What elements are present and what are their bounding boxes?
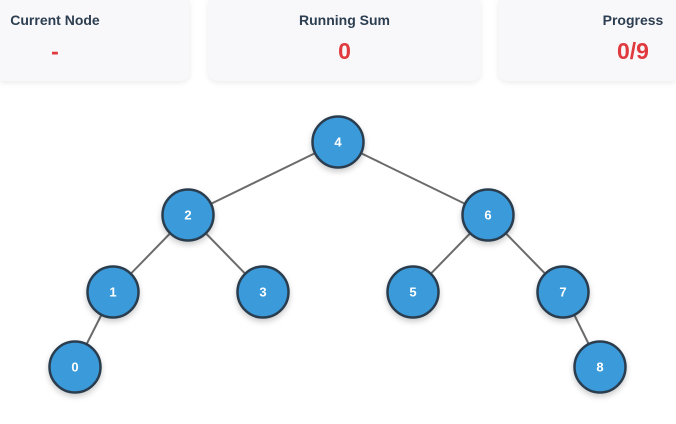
running-sum-label: Running Sum	[299, 12, 390, 28]
node-circle	[386, 265, 440, 319]
tree-node-5[interactable]: 5	[386, 265, 440, 319]
node-circle	[573, 340, 627, 394]
node-label: 8	[596, 360, 603, 375]
tree-node-3[interactable]: 3	[236, 265, 290, 319]
node-label: 7	[559, 285, 566, 300]
tree-node-8[interactable]: 8	[573, 340, 627, 394]
progress-value: 0/9	[617, 38, 649, 64]
tree-edge	[187, 141, 339, 216]
node-circle	[161, 188, 215, 242]
node-circle	[236, 265, 290, 319]
node-circle	[311, 115, 365, 169]
node-label: 3	[259, 285, 266, 300]
running-sum-card: Running Sum 0	[208, 0, 481, 81]
tree-node-7[interactable]: 7	[536, 265, 590, 319]
node-label: 0	[71, 360, 78, 375]
progress-card: Progress 0/9	[498, 0, 676, 81]
node-circle	[461, 188, 515, 242]
node-label: 4	[334, 135, 342, 150]
running-sum-value: 0	[338, 38, 351, 64]
tree-node-0[interactable]: 0	[48, 340, 102, 394]
node-label: 5	[409, 285, 416, 300]
node-label: 2	[184, 208, 191, 223]
progress-label: Progress	[602, 12, 664, 28]
node-circle	[48, 340, 102, 394]
tree-edge	[337, 141, 489, 216]
node-circle	[86, 265, 140, 319]
tree-node-4[interactable]: 4	[311, 115, 365, 169]
node-label: 1	[109, 285, 116, 300]
current-node-label: Current Node	[10, 12, 100, 28]
tree-node-6[interactable]: 6	[461, 188, 515, 242]
node-label: 6	[484, 208, 491, 223]
current-node-card: Current Node -	[0, 0, 190, 81]
node-circle	[536, 265, 590, 319]
tree-node-2[interactable]: 2	[161, 188, 215, 242]
tree-node-1[interactable]: 1	[86, 265, 140, 319]
current-node-value: -	[51, 38, 59, 64]
